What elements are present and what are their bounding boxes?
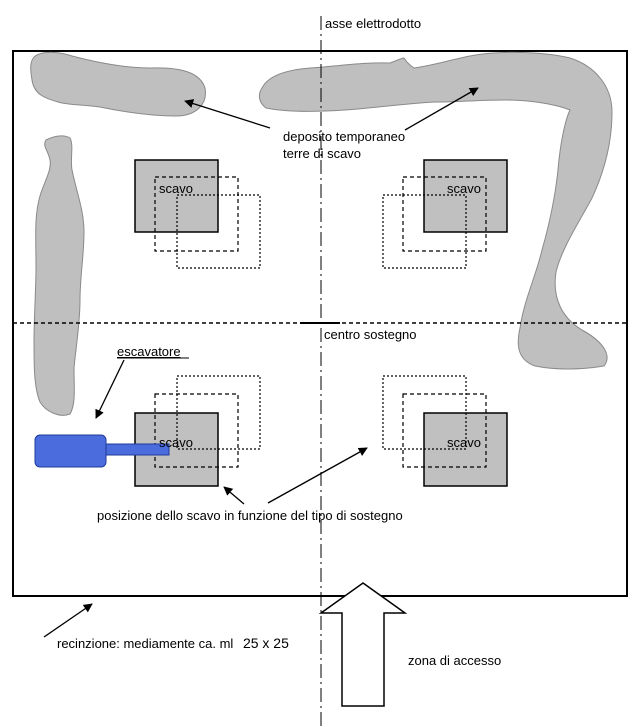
excavation-label-top-left: scavo: [159, 181, 193, 196]
fence-label-prefix: recinzione: mediamente ca. ml: [57, 636, 233, 651]
axis-label: asse elettrodotto: [325, 16, 421, 31]
pointer-arrows: [43, 87, 479, 638]
arrow-to-heap-right: [404, 87, 479, 131]
access-arrow: [318, 582, 408, 707]
excavation-label-bottom-left: scavo: [159, 435, 193, 450]
arrow-to-excavator: [95, 359, 125, 419]
fence-label-size: 25 x 25: [243, 635, 289, 651]
spoil-heaps-label-line1: deposito temporaneo: [283, 129, 405, 144]
center-label: centro sostegno: [324, 327, 417, 342]
excavator: [34, 434, 170, 468]
spoil-heap-left: [33, 135, 85, 416]
excavation-position-label: posizione dello scavo in funzione del ti…: [97, 508, 403, 523]
excavation-label-top-right: scavo: [447, 181, 481, 196]
excavation-label-bottom-right: scavo: [447, 435, 481, 450]
arrow-to-heap-left: [184, 99, 271, 129]
excavator-body: [34, 434, 107, 468]
spoil-heaps-label-line2: terre di scavo: [283, 146, 361, 161]
excavation-top-left: [134, 159, 219, 233]
fence-label: recinzione: mediamente ca. ml 25 x 25: [57, 635, 289, 651]
arrow-to-fence: [43, 603, 93, 638]
spoil-heaps: [30, 51, 613, 416]
alternative-excavation-outlines: [154, 176, 487, 468]
spoil-heap-top-left: [30, 51, 206, 117]
spoil-heap-top-right: [258, 51, 613, 370]
access-label: zona di accesso: [408, 653, 501, 668]
arrow-to-excavation-left: [223, 486, 245, 505]
arrow-to-excavation-right: [267, 447, 368, 504]
excavator-label: escavatore: [117, 344, 181, 359]
